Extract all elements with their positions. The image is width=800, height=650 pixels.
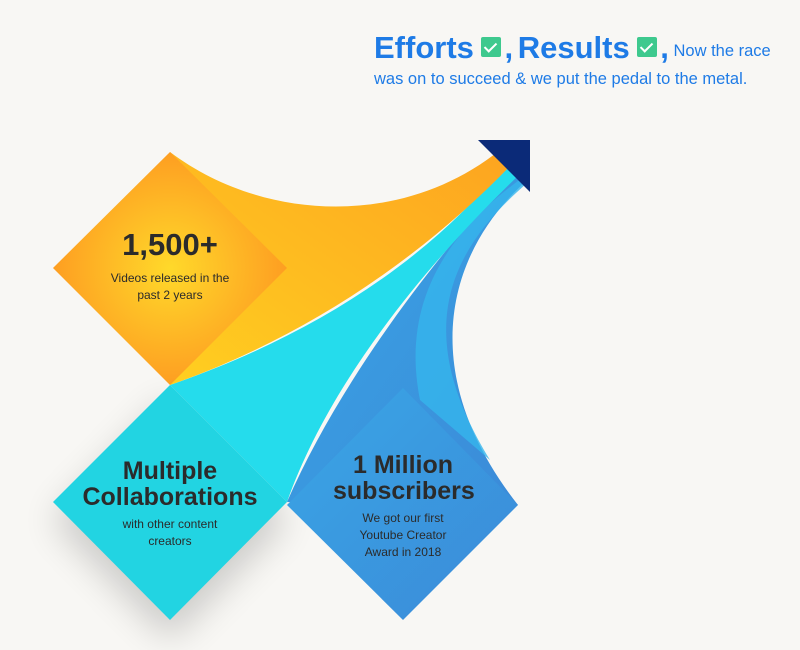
headline-results: Results bbox=[517, 30, 630, 65]
headline-efforts: Efforts bbox=[374, 30, 474, 65]
arrow-head-icon bbox=[478, 140, 530, 192]
headline-text: Now the race was on to succeed & we put … bbox=[374, 42, 771, 88]
headline: Efforts , Results , Now the race was on … bbox=[374, 32, 774, 93]
comma: , bbox=[660, 30, 669, 65]
stat-title: 1 Million subscribers bbox=[333, 451, 475, 505]
stat-videos: 1,500+ Videos released in the past 2 yea… bbox=[80, 228, 260, 304]
comma: , bbox=[504, 30, 514, 65]
stat-title: Multiple Collaborations bbox=[82, 457, 258, 511]
stat-collaborations: Multiple Collaborations with other conte… bbox=[80, 458, 260, 550]
stat-subscribers: 1 Million subscribers We got our first Y… bbox=[333, 451, 475, 561]
stat-title: 1,500+ bbox=[122, 227, 218, 262]
check-box-icon bbox=[481, 37, 502, 57]
orange-flow bbox=[170, 150, 512, 385]
blue-diamond bbox=[287, 388, 518, 620]
stat-subtitle: Videos released in the past 2 years bbox=[110, 271, 230, 302]
cyan-flow bbox=[170, 162, 520, 502]
orange-diamond bbox=[53, 152, 287, 385]
stat-subtitle: We got our first Youtube Creator Award i… bbox=[359, 511, 447, 559]
stat-subtitle: with other content creators bbox=[122, 517, 218, 548]
check-box-icon bbox=[637, 37, 658, 57]
cyan-diamond bbox=[53, 385, 287, 620]
